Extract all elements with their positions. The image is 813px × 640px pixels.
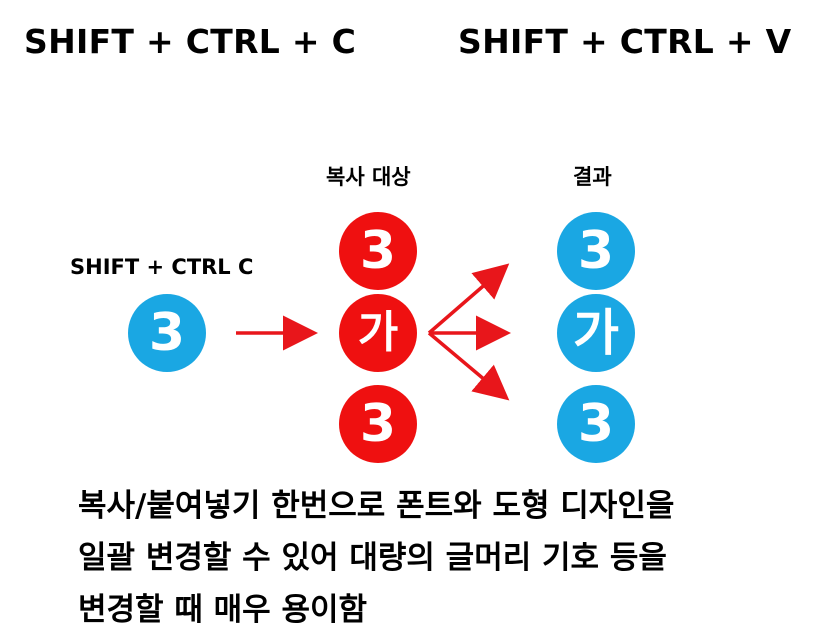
target-circle-bottom-text: 3 [359,394,397,454]
target-circle-bottom: 3 [339,385,417,463]
target-circle-middle-text: 가 [357,307,399,358]
target-circle-top-text: 3 [359,221,397,281]
arrow-down-right-icon [427,331,510,401]
description-line-2: 일괄 변경할 수 있어 대량의 글머리 기호 등을 [78,540,667,576]
result-circle-bottom: 3 [557,385,635,463]
result-circle-middle: 가 [557,294,635,372]
description-line-1: 복사/붙여넣기 한번으로 폰트와 도형 디자인을 [78,488,675,524]
description-line-3: 변경할 때 매우 용이함 [78,592,368,628]
result-label: 결과 [573,165,612,189]
result-circle-middle-text: 가 [573,304,619,362]
target-label: 복사 대상 [326,165,411,189]
paste-shortcut-heading: SHIFT + CTRL + V [458,22,792,61]
result-circle-top-text: 3 [577,221,615,281]
arrow-up-right-icon [427,263,510,335]
source-circle-text: 3 [148,303,186,363]
copy-shortcut-heading: SHIFT + CTRL + C [24,22,357,61]
description: 복사/붙여넣기 한번으로 폰트와 도형 디자인을 일괄 변경할 수 있어 대량의… [78,480,798,636]
result-circle-top: 3 [557,212,635,290]
target-circle-middle: 가 [339,294,417,372]
target-circle-top: 3 [339,212,417,290]
result-circle-bottom-text: 3 [577,394,615,454]
source-label: SHIFT + CTRL C [70,255,254,279]
source-circle: 3 [128,294,206,372]
